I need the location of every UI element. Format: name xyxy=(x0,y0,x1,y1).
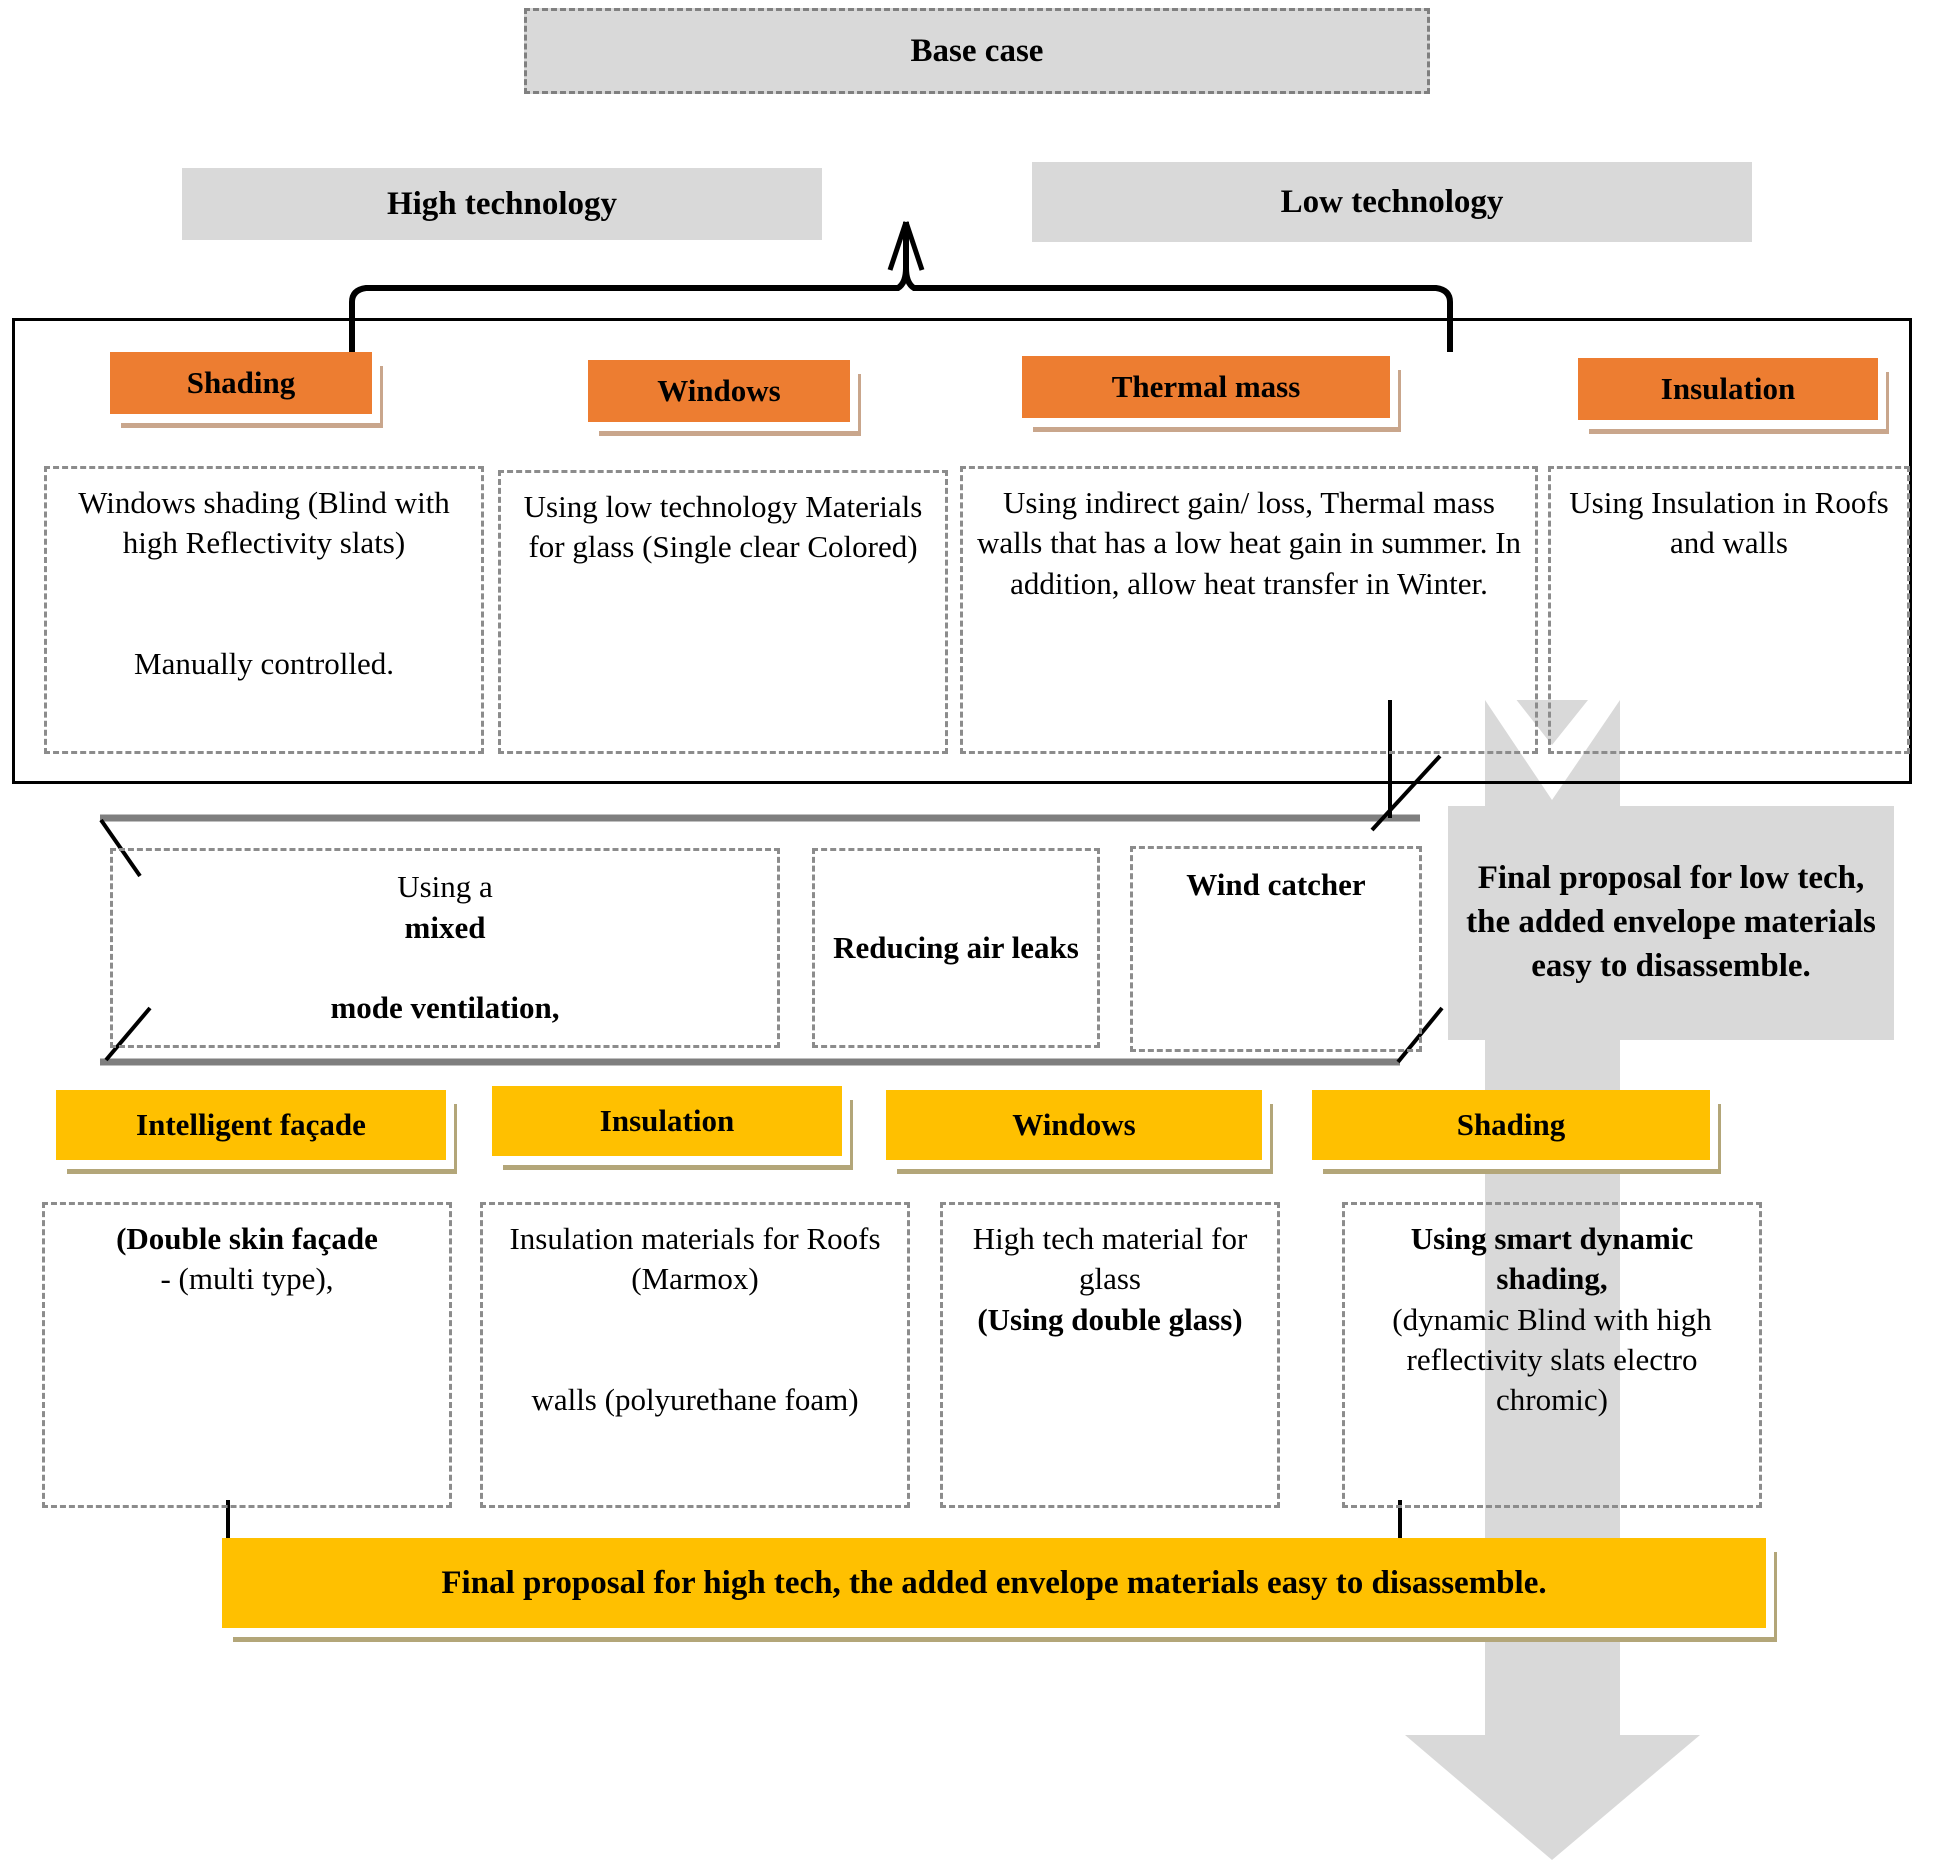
low-tech-group-outline xyxy=(12,318,1912,784)
mixed-mode-bold-2: mode ventilation, xyxy=(330,990,560,1026)
low-tech-header-shading-label: Shading xyxy=(186,365,296,400)
high-tech-detail-windows: High tech material for glass (Using doub… xyxy=(940,1202,1280,1508)
high-tech-header-insulation-label: Insulation xyxy=(599,1103,735,1138)
shading-detail-plain: (dynamic Blind with high reflectivity sl… xyxy=(1392,1301,1712,1418)
low-tech-conclusion-text: Final proposal for low tech, the added e… xyxy=(1448,806,1894,1040)
low-tech-detail-insulation: Using Insulation in Roofs and walls xyxy=(1548,466,1910,754)
high-tech-header-shading-label: Shading xyxy=(1456,1107,1566,1142)
low-tech-detail-windows: Using low technology Materials for glass… xyxy=(498,470,948,754)
high-tech-conclusion-label: Final proposal for high tech, the added … xyxy=(441,1564,1547,1601)
intelligent-facade-bold: (Double skin façade xyxy=(116,1221,378,1256)
branch-high-technology: High technology xyxy=(182,168,822,240)
low-tech-header-insulation-label: Insulation xyxy=(1660,371,1796,406)
windows-detail-bold: (Using double glass) xyxy=(977,1301,1243,1337)
base-case-label: Base case xyxy=(910,32,1044,69)
low-tech-detail-shading: Windows shading (Blind with high Reflect… xyxy=(44,466,484,754)
wind-catcher-label: Wind catcher xyxy=(1186,867,1366,902)
branch-high-technology-label: High technology xyxy=(386,185,618,222)
low-tech-header-thermal-mass[interactable]: Thermal mass xyxy=(1022,356,1390,418)
low-tech-header-windows[interactable]: Windows xyxy=(588,360,850,422)
high-tech-header-intelligent-facade[interactable]: Intelligent façade xyxy=(56,1090,446,1160)
branch-low-technology-label: Low technology xyxy=(1280,183,1504,220)
intelligent-facade-plain: - (multi type), xyxy=(160,1261,334,1297)
low-tech-header-thermal-mass-label: Thermal mass xyxy=(1111,369,1301,404)
high-tech-conclusion-bar: Final proposal for high tech, the added … xyxy=(222,1538,1766,1628)
low-tech-detail-thermal-mass: Using indirect gain/ loss, Thermal mass … xyxy=(960,466,1538,754)
branch-low-technology: Low technology xyxy=(1032,162,1752,242)
low-tech-detail-insulation-text: Using Insulation in Roofs and walls xyxy=(1569,485,1889,561)
insulation-detail-plain-2: walls (polyurethane foam) xyxy=(531,1382,859,1418)
mixed-mode-plain-1: Using a xyxy=(397,869,493,905)
low-tech-header-windows-label: Windows xyxy=(657,373,781,408)
low-tech-conclusion-label: Final proposal for low tech, the added e… xyxy=(1466,860,1876,984)
windows-detail-plain: High tech material for glass xyxy=(972,1221,1248,1297)
high-tech-detail-intelligent-facade: (Double skin façade - (multi type), xyxy=(42,1202,452,1508)
high-tech-detail-shading: Using smart dynamic shading, (dynamic Bl… xyxy=(1342,1202,1762,1508)
high-tech-header-windows-label: Windows xyxy=(1012,1107,1136,1142)
middle-box-wind-catcher: Wind catcher xyxy=(1130,846,1422,1052)
insulation-detail-plain-1: Insulation materials for Roofs (Marmox) xyxy=(509,1221,881,1297)
shading-detail-bold: Using smart dynamic shading, xyxy=(1410,1221,1694,1297)
high-tech-header-insulation[interactable]: Insulation xyxy=(492,1086,842,1156)
low-tech-detail-shading-text2: Manually controlled. xyxy=(134,646,394,682)
high-tech-header-windows[interactable]: Windows xyxy=(886,1090,1262,1160)
high-tech-header-shading[interactable]: Shading xyxy=(1312,1090,1710,1160)
low-tech-header-insulation[interactable]: Insulation xyxy=(1578,358,1878,420)
low-tech-detail-windows-text: Using low technology Materials for glass… xyxy=(523,489,923,565)
low-tech-detail-thermal-mass-text: Using indirect gain/ loss, Thermal mass … xyxy=(976,485,1522,601)
middle-box-reducing-air-leaks: Reducing air leaks xyxy=(812,848,1100,1048)
mixed-mode-bold-1: mixed xyxy=(404,909,486,945)
high-tech-detail-insulation: Insulation materials for Roofs (Marmox) … xyxy=(480,1202,910,1508)
reducing-air-leaks-label: Reducing air leaks xyxy=(833,929,1079,965)
low-tech-header-shading[interactable]: Shading xyxy=(110,352,372,414)
base-case-box: Base case xyxy=(524,8,1430,94)
high-tech-header-intelligent-facade-label: Intelligent façade xyxy=(136,1107,366,1142)
low-tech-detail-shading-text: Windows shading (Blind with high Reflect… xyxy=(78,485,450,561)
middle-box-mixed-mode-ventilation: Using a mixed mode ventilation, xyxy=(110,848,780,1048)
